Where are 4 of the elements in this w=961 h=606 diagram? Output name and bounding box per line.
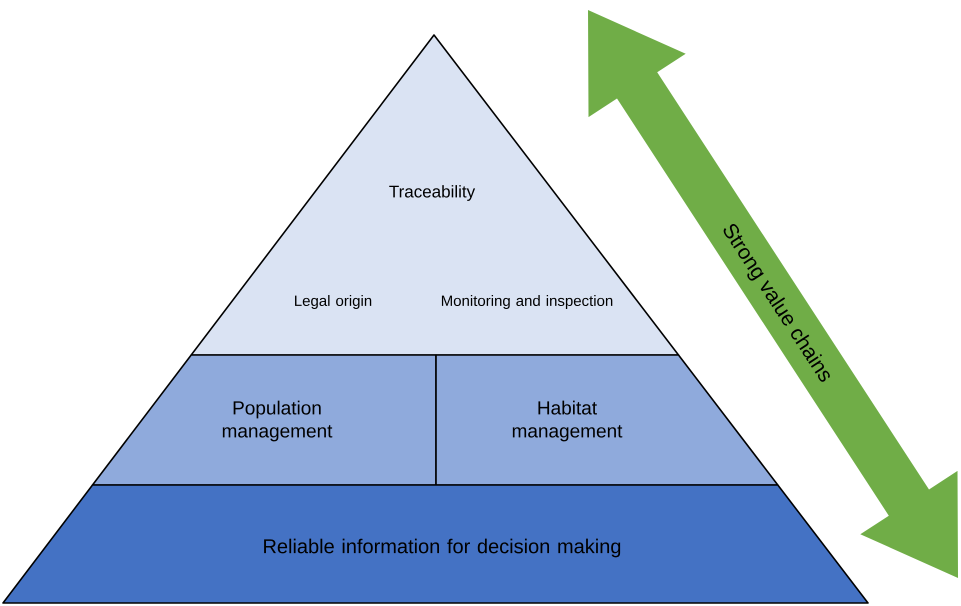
pyramid-tier: Reliable information for decision making — [2, 484, 869, 604]
pyramid-tier: Traceability Legal origin Monitoring and inspection — [190, 34, 680, 356]
pyramid-tier: Population management — [92, 354, 437, 486]
pyramid-tier: Habitat management — [435, 354, 779, 486]
